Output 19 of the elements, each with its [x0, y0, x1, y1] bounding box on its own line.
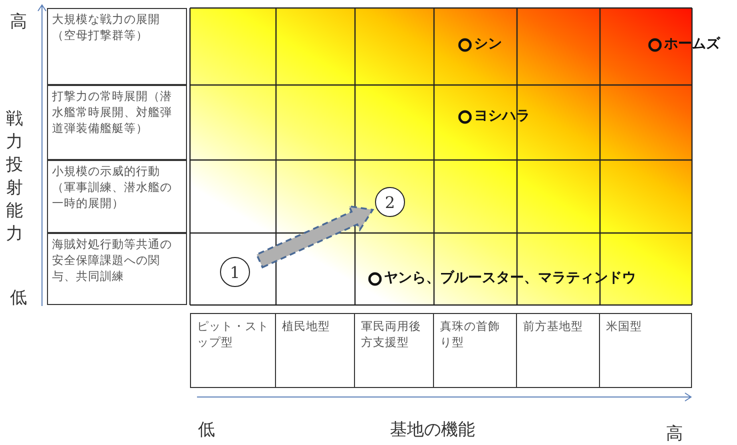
column-header-cell: 軍民両用後方支援型: [354, 313, 434, 388]
row-header-cell: 大規模な戦力の展開（空母打撃群等）: [47, 8, 187, 85]
axis-low-label: 低: [10, 287, 28, 310]
column-header-cell: ピット・ストップ型: [190, 313, 276, 388]
column-header-cell: 真珠の首飾り型: [433, 313, 517, 388]
row-header-cell: 海賊対処行動等共通の安全保障課題への関与、共同訓練: [47, 233, 187, 305]
axis-low-label: 低: [198, 419, 216, 442]
column-header-cell: 前方基地型: [516, 313, 600, 388]
column-header-cell: 米国型: [599, 313, 692, 388]
axis-high-label: 高: [10, 11, 28, 34]
block-arrow: [256, 205, 374, 268]
point-label: シン: [474, 35, 502, 53]
row-header-cell: 打撃力の常時展開（潜水艦常時展開、対艦弾道弾装備艦艇等）: [47, 85, 187, 160]
axis-title: 戦力投射能力: [6, 108, 24, 246]
axis-title: 基地の機能: [390, 419, 476, 442]
point-label: ホームズ: [664, 35, 720, 53]
row-header-cell: 小規模の示威的行動（軍事訓練、潜水艦の一時的展開）: [47, 160, 187, 233]
column-header-cell: 植民地型: [275, 313, 355, 388]
axis-high-label: 高: [666, 423, 684, 445]
